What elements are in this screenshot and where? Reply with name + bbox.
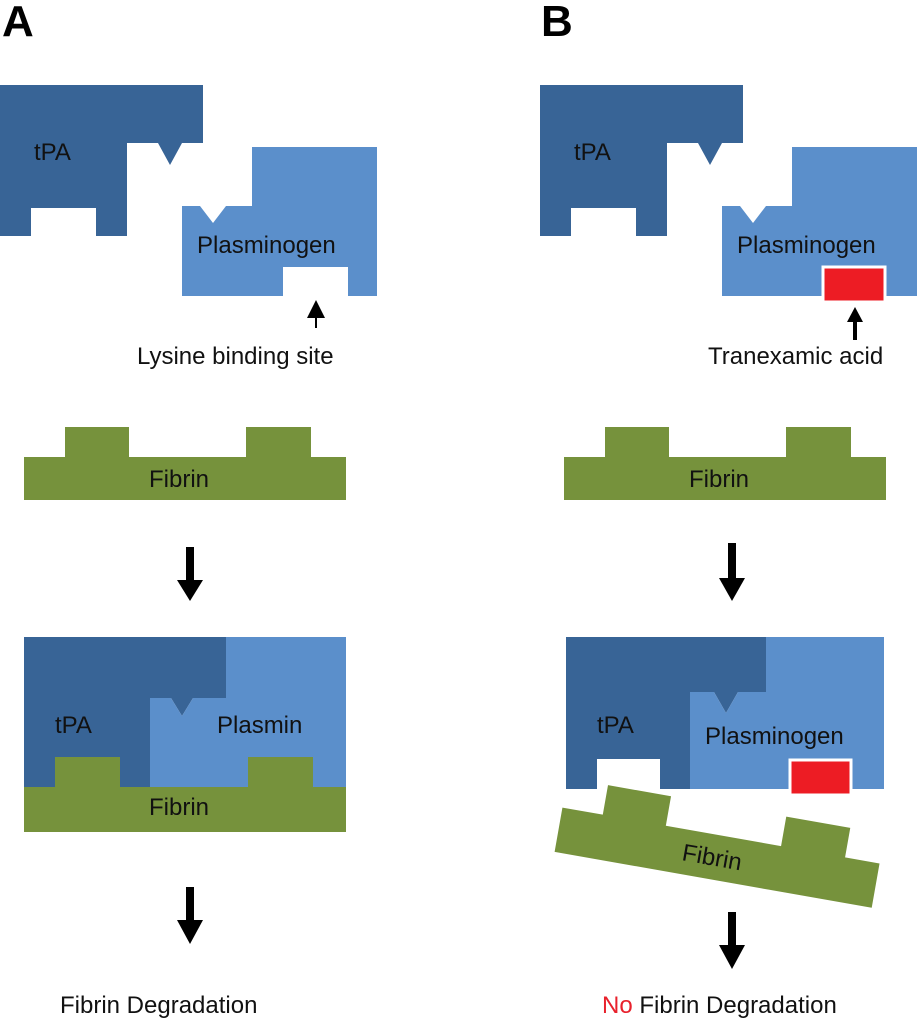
plasminogen-shape	[182, 147, 377, 296]
fibrin-shape	[554, 785, 880, 908]
no-highlight: No	[602, 992, 633, 1019]
fibrin-label: Fibrin	[149, 466, 209, 493]
plasminogen-label: Plasminogen	[737, 232, 876, 259]
active-complex: tPA Plasmin Fibrin	[24, 637, 346, 832]
tranexamic-pointer-arrow	[847, 307, 863, 340]
lysine-site-label: Lysine binding site	[137, 343, 334, 370]
tranexamic-label: Tranexamic acid	[708, 343, 883, 370]
tpa-label: tPA	[574, 139, 611, 166]
plasminogen-label: Plasminogen	[197, 232, 336, 259]
down-arrow	[719, 543, 745, 601]
fibrin-shape	[24, 427, 346, 500]
tpa-shape	[0, 85, 203, 236]
tranexamic-acid-block	[788, 758, 853, 797]
complex-tpa-shape	[24, 637, 226, 790]
panel-a-letter: A	[2, 0, 34, 46]
down-arrow	[177, 887, 203, 944]
tpa-label: tPA	[34, 139, 71, 166]
tranexamic-acid-block	[821, 265, 887, 304]
detached-fibrin: Fibrin	[554, 785, 880, 908]
panel-b-letter: B	[541, 0, 573, 46]
fibrin-label: Fibrin	[689, 466, 749, 493]
complex-plasminogen-shape	[690, 637, 884, 789]
complex-tpa-label: tPA	[597, 712, 634, 739]
complex-plasmin-label: Plasmin	[217, 712, 302, 739]
down-arrow	[177, 547, 203, 601]
result-label: Fibrin Degradation	[60, 992, 257, 1019]
complex-tpa-label: tPA	[55, 712, 92, 739]
blocked-complex: tPA Plasminogen	[566, 637, 884, 797]
result-label: No Fibrin Degradation	[602, 992, 837, 1019]
panel-a: A tPA Plasminogen Lysine binding site Fi…	[0, 0, 377, 1019]
fibrin-shape	[564, 427, 886, 500]
tpa-shape	[540, 85, 743, 236]
result-text: Fibrin Degradation	[633, 992, 837, 1019]
plasminogen-shape	[722, 147, 917, 296]
down-arrow	[719, 912, 745, 969]
complex-fibrin-label: Fibrin	[149, 794, 209, 821]
panel-b: B tPA Plasminogen Tranexamic acid Fibrin…	[540, 0, 917, 1019]
complex-plasmin-shape	[150, 637, 346, 790]
complex-plasminogen-label: Plasminogen	[705, 723, 844, 750]
complex-tpa-shape	[566, 637, 766, 789]
complex-fibrin-shape	[24, 757, 346, 832]
